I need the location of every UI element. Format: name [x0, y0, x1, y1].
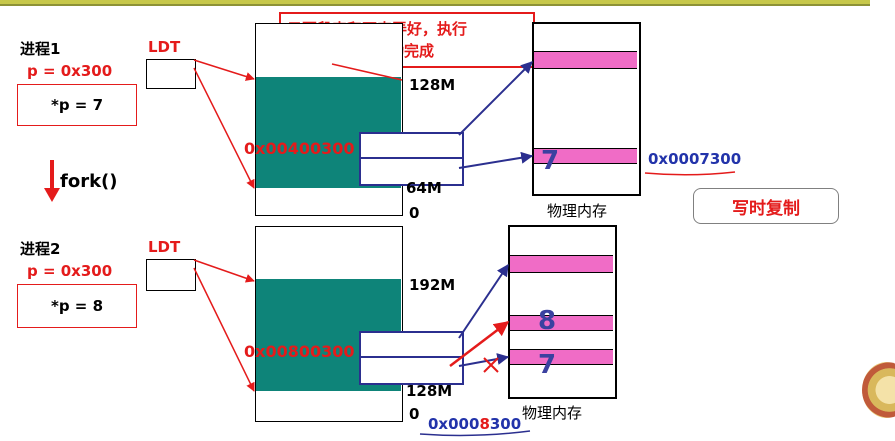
process1-phys-label: 物理内存: [547, 202, 608, 220]
process2-assign-box: *p = 8: [17, 284, 137, 328]
process2-phys-addr-suffix: 300: [489, 415, 522, 433]
process1-ldt-box: [146, 59, 196, 89]
process1-mark-high: 128M: [409, 76, 456, 94]
process2-phys-addr: 0x0008300: [428, 415, 521, 433]
p1-ldt-arrow-top: [193, 59, 255, 81]
process2-page-divider: [361, 356, 462, 358]
p2-ldt-arrow-bottom: [193, 267, 255, 392]
process2-phys-page-a: [510, 255, 613, 273]
process2-phys-page-old: [510, 349, 613, 365]
process2-assign: *p = 8: [50, 297, 104, 315]
cow-button-label: 写时复制: [732, 198, 800, 219]
process1-title: 进程1: [20, 40, 61, 58]
fork-arrow-shaft: [50, 160, 54, 190]
p2-phys-addr-underline: [419, 430, 531, 437]
note-pointer: [331, 63, 403, 81]
process2-ldt-label: LDT: [148, 238, 181, 256]
header-stripe: [0, 4, 870, 6]
fork-arrow-head: [44, 188, 60, 202]
p2-page-arrow-old: [458, 353, 510, 367]
fork-label: fork(): [60, 171, 118, 192]
process2-mark-low: 128M: [406, 382, 453, 400]
process2-phys-label: 物理内存: [522, 404, 583, 422]
cow-button[interactable]: 写时复制: [693, 188, 839, 224]
p1-ldt-arrow-bottom: [193, 67, 255, 189]
p1-page-arrow-top: [458, 61, 533, 136]
process2-linear-addr: 0x00800300: [244, 342, 355, 361]
process2-phys-addr-highlight: 8: [479, 415, 490, 433]
process2-ldt-box: [146, 259, 196, 291]
p1-page-arrow-bottom: [458, 151, 534, 169]
process2-page-entry: [359, 331, 464, 385]
process1-linear-addr: 0x00400300: [244, 139, 355, 158]
seal-icon: [862, 362, 895, 418]
process1-phys-value: 7: [541, 146, 560, 176]
cross-mark-b: [483, 357, 499, 373]
process1-mark-zero: 0: [409, 204, 420, 222]
process2-phys-addr-prefix: 0x000: [428, 415, 480, 433]
header-rule: [0, 0, 870, 4]
process2-title: 进程2: [20, 240, 61, 258]
process1-assign: *p = 7: [50, 96, 104, 114]
process2-mark-zero: 0: [409, 405, 420, 423]
p2-page-arrow-new: [449, 321, 510, 367]
p2-page-arrow-top: [458, 264, 509, 339]
process1-page-entry: [359, 132, 464, 186]
process2-physical-memory: [508, 225, 617, 399]
process2-phys-value-new: 8: [538, 306, 557, 336]
process1-phys-addr: 0x0007300: [648, 150, 742, 168]
process1-assign-box: *p = 7: [17, 84, 137, 126]
process1-pointer: p = 0x300: [27, 62, 113, 80]
process2-phys-value-old: 7: [538, 350, 557, 380]
process1-phys-page-a: [534, 51, 637, 69]
process2-phys-page-new: [510, 315, 613, 331]
process2-mark-high: 192M: [409, 276, 456, 294]
process1-page-divider: [361, 157, 462, 159]
process1-mark-low: 64M: [406, 179, 442, 197]
p1-phys-addr-underline: [644, 171, 736, 176]
process1-phys-page-b: [534, 148, 637, 164]
p2-ldt-arrow-top: [193, 259, 255, 283]
process2-pointer: p = 0x300: [27, 262, 113, 280]
process1-ldt-label: LDT: [148, 38, 181, 56]
